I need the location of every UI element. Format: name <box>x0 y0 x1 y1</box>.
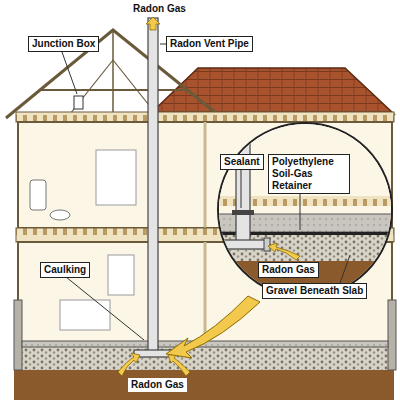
gas-arrow <box>146 17 160 30</box>
junction-box <box>74 96 83 109</box>
part-label: Gravel Beneath Slab <box>262 283 367 299</box>
leader-line <box>340 255 350 283</box>
part-label: Caulking <box>40 262 90 278</box>
gravel <box>14 345 394 370</box>
part-label: Polyethylene Soil-Gas Retainer <box>268 154 350 194</box>
soil <box>14 368 394 400</box>
vent-pipe <box>148 18 158 353</box>
part-label: Junction Box <box>28 36 99 52</box>
callout-arrow <box>166 296 260 358</box>
part-label: Radon Vent Pipe <box>166 36 253 52</box>
leader-line <box>66 277 144 340</box>
leader-line <box>241 169 242 208</box>
part-label: Sealant <box>220 154 264 170</box>
part-label: Radon Gas <box>130 2 189 16</box>
part-label: Radon Gas <box>128 378 187 392</box>
leader-line <box>62 52 77 94</box>
gas-arrow <box>118 353 140 376</box>
part-label: Radon Gas <box>258 262 319 278</box>
